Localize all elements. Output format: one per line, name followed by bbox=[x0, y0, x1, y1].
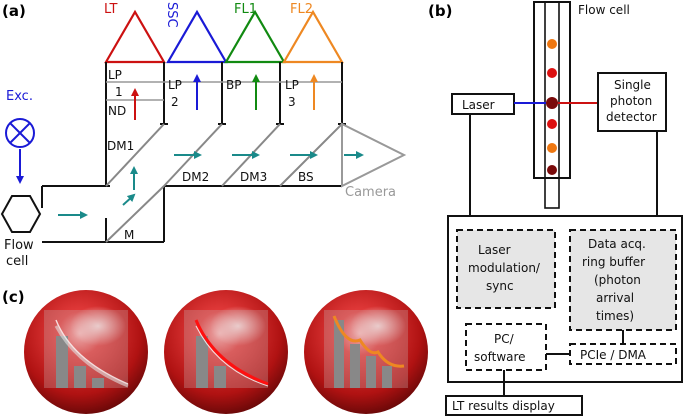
panel-a: (a) LT SSC FL1 FL2 bbox=[0, 2, 407, 269]
laser-label: Laser bbox=[462, 98, 495, 112]
tube-walls bbox=[41, 62, 346, 243]
mirror-m: M bbox=[124, 228, 134, 242]
panel-c: (c) bbox=[2, 288, 428, 414]
camera-label: Camera bbox=[345, 185, 396, 200]
filter-nd: ND bbox=[108, 104, 126, 118]
filter-lp2-top: LP bbox=[168, 78, 182, 92]
mirror-dm3: DM3 bbox=[240, 170, 267, 184]
filter-lp1-top: LP bbox=[108, 68, 122, 82]
detector-fl1: FL1 bbox=[224, 2, 286, 64]
sphere-lt-decay-2 bbox=[164, 290, 288, 414]
particle bbox=[547, 39, 557, 49]
detector-lt-label: LT bbox=[104, 2, 117, 17]
detector-label-line2: photon bbox=[610, 94, 652, 108]
mirror-dm2: DM2 bbox=[182, 170, 209, 184]
photon-detector-box bbox=[597, 72, 667, 132]
detector-fl2: FL2 bbox=[282, 2, 344, 64]
detector-label-line1: Single bbox=[614, 78, 651, 92]
pcie-label: PCIe / DMA bbox=[580, 348, 647, 362]
mirror-dm1: DM1 bbox=[107, 139, 134, 153]
ring-buffer-line2: ring buffer bbox=[582, 255, 645, 269]
flow-cell-label-line2: cell bbox=[6, 254, 28, 269]
panel-a-label: (a) bbox=[2, 2, 26, 20]
panel-b-label: (b) bbox=[428, 2, 452, 20]
panel-b: (b) Flow cell Laser Single photon detect… bbox=[428, 1, 683, 416]
particle bbox=[547, 143, 557, 153]
pc-software-box bbox=[465, 323, 547, 371]
particle bbox=[547, 68, 557, 78]
laser-modulation-box bbox=[456, 229, 556, 309]
sphere-lt-decay-3 bbox=[304, 290, 428, 414]
excitation-source-icon bbox=[5, 118, 35, 148]
ring-buffer-line1: Data acq. bbox=[588, 237, 646, 251]
flow-cell-label: Flow cell bbox=[578, 3, 630, 17]
detector-fl1-label: FL1 bbox=[234, 2, 257, 17]
beam-arrows bbox=[58, 151, 364, 219]
acquisition-system-box bbox=[447, 215, 683, 383]
detector-lt: LT bbox=[104, 2, 166, 64]
ring-buffer-line4: arrival bbox=[596, 291, 634, 305]
panel-c-label: (c) bbox=[2, 288, 25, 306]
flow-cell-label-line1: Flow bbox=[4, 238, 34, 253]
filter-lp2-num: 2 bbox=[171, 95, 179, 109]
filter-lp3-num: 3 bbox=[288, 95, 296, 109]
laser-mod-line1: Laser bbox=[478, 243, 511, 257]
flow-cell-tube-inner bbox=[544, 1, 560, 209]
ring-buffer-box bbox=[569, 229, 677, 331]
particle bbox=[547, 165, 557, 175]
ring-buffer-line5: times) bbox=[596, 309, 634, 323]
pc-line1: PC/ bbox=[494, 332, 515, 346]
laser-mod-line3: sync bbox=[486, 279, 514, 293]
results-display-box bbox=[445, 395, 583, 416]
mirror-bs: BS bbox=[298, 170, 314, 184]
filter-bp: BP bbox=[226, 78, 241, 92]
detector-fl2-label: FL2 bbox=[290, 2, 313, 17]
results-display-label: LT results display bbox=[452, 399, 555, 413]
camera-shape bbox=[341, 122, 407, 188]
detector-label-line3: detector bbox=[606, 110, 657, 124]
particle bbox=[546, 97, 558, 109]
detector-ssc: SSC bbox=[164, 2, 228, 64]
detector-ssc-label: SSC bbox=[164, 2, 179, 28]
laser-mod-line2: modulation/ bbox=[468, 261, 541, 275]
particle bbox=[547, 119, 557, 129]
particles bbox=[546, 39, 558, 175]
filter-lp3-top: LP bbox=[285, 78, 299, 92]
sphere-lt-decay-1 bbox=[24, 290, 148, 414]
flow-cell-hexagon bbox=[0, 195, 42, 233]
filter-lp1-num: 1 bbox=[115, 85, 123, 99]
pc-line2: software bbox=[474, 350, 526, 364]
ring-buffer-line3: (photon bbox=[594, 273, 641, 287]
excitation-label: Exc. bbox=[6, 89, 33, 104]
